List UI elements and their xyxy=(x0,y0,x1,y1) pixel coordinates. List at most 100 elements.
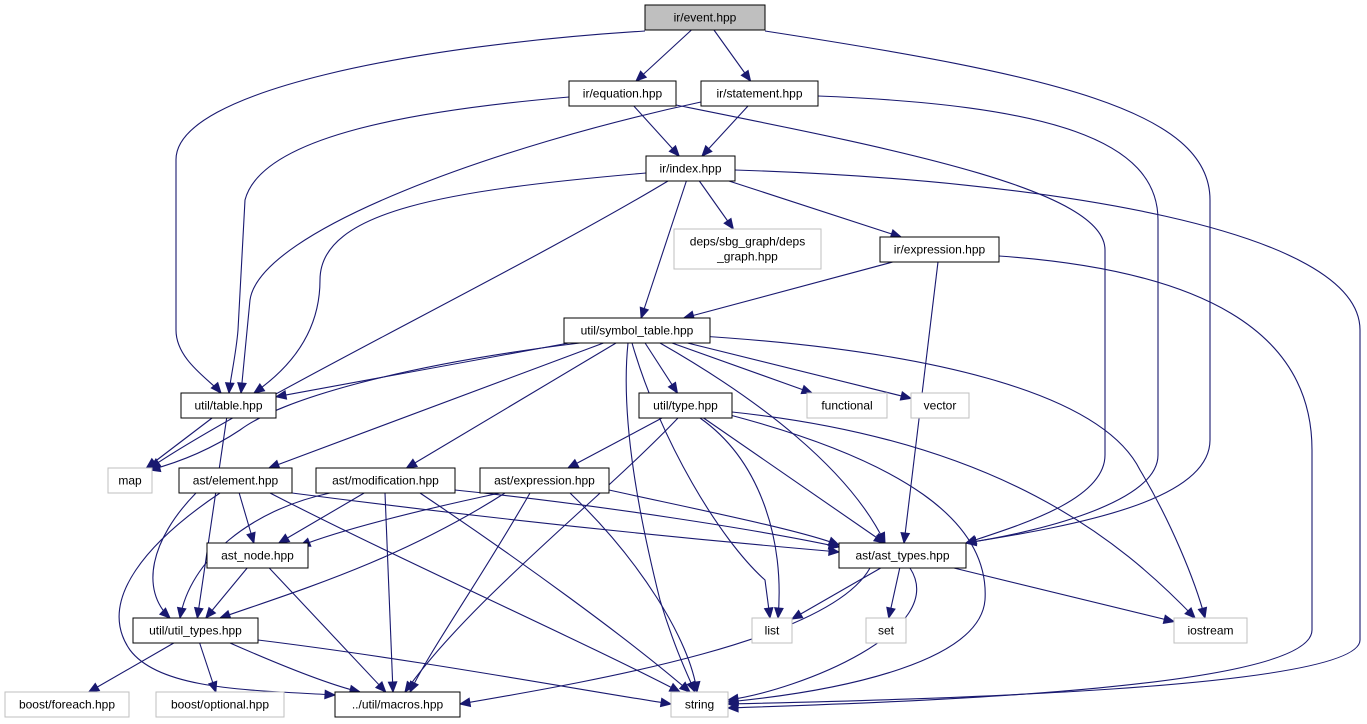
node-label: vector xyxy=(924,399,957,413)
edge-table-to-utiltypes xyxy=(193,417,228,620)
node-box xyxy=(673,228,822,270)
node-label: string xyxy=(685,698,714,712)
node-list: list xyxy=(751,617,793,644)
node-label: ast/ast_types.hpp xyxy=(855,549,949,563)
node-label: iostream xyxy=(1187,624,1233,638)
node-equation[interactable]: ir/equation.hpp xyxy=(568,80,677,107)
edge-table-to-map xyxy=(145,417,213,469)
node-irexpr[interactable]: ir/expression.hpp xyxy=(879,236,1000,263)
node-box xyxy=(806,392,888,419)
node-box xyxy=(638,392,733,419)
node-label: util/type.hpp xyxy=(653,399,718,413)
arrowhead xyxy=(237,382,247,395)
edge-utype-to-asttypes xyxy=(703,417,886,544)
node-label: util/table.hpp xyxy=(194,399,262,413)
node-label: set xyxy=(878,624,895,638)
node-label: ast/modification.hpp xyxy=(332,474,439,488)
node-element[interactable]: ast/element.hpp xyxy=(178,467,293,494)
arrowhead xyxy=(667,381,679,395)
edge-asttypes-to-iostream xyxy=(953,567,1176,624)
arrowhead xyxy=(678,681,691,693)
node-optional: boost/optional.hpp xyxy=(155,691,285,718)
arrowhead xyxy=(726,702,739,713)
arrowhead xyxy=(701,144,713,157)
arrowhead xyxy=(387,681,398,694)
edge-asttypes-to-macros xyxy=(458,567,871,708)
edge-equation-to-index xyxy=(633,105,681,157)
edge-index-to-deps xyxy=(698,180,735,231)
node-modification[interactable]: ast/modification.hpp xyxy=(315,467,456,494)
node-box xyxy=(865,617,907,644)
arrowhead xyxy=(828,546,841,557)
arrowhead xyxy=(566,458,580,469)
node-label: util/symbol_table.hpp xyxy=(581,324,694,338)
edge-utiltypes-to-optional xyxy=(199,642,218,694)
edge-element-to-asttypes xyxy=(291,492,841,557)
arrowhead xyxy=(740,69,752,83)
node-label: deps/sbg_graph/deps xyxy=(690,235,805,249)
edge-astexpr-to-utiltypes xyxy=(218,492,506,620)
node-label: boost/optional.hpp xyxy=(171,698,269,712)
node-astexpr[interactable]: ast/expression.hpp xyxy=(479,467,610,494)
edge-element-to-macros xyxy=(118,492,337,700)
node-box xyxy=(700,80,819,107)
edge-symtab-to-modification xyxy=(405,342,617,469)
node-index[interactable]: ir/index.hpp xyxy=(645,155,736,182)
arrowhead xyxy=(668,144,681,157)
arrowhead xyxy=(726,693,740,704)
node-table[interactable]: util/table.hpp xyxy=(180,392,277,419)
node-deps: deps/sbg_graph/deps_graph.hpp xyxy=(673,228,822,270)
edge-symtab-to-vector xyxy=(687,342,913,401)
node-astnode[interactable]: ast_node.hpp xyxy=(206,542,309,569)
edge-event-to-asttypes xyxy=(764,30,1211,547)
node-box xyxy=(180,392,277,419)
node-box xyxy=(563,317,711,344)
node-label: util/util_types.hpp xyxy=(149,624,242,638)
node-map: map xyxy=(107,467,153,494)
node-asttypes[interactable]: ast/ast_types.hpp xyxy=(838,542,967,569)
node-label: ir/index.hpp xyxy=(659,162,721,176)
arrowhead xyxy=(267,459,281,469)
edge-event-to-table xyxy=(175,30,646,394)
edge-index-to-string xyxy=(726,169,1361,709)
edge-symtab-to-utype xyxy=(644,342,679,395)
node-box xyxy=(751,617,793,644)
node-event: ir/event.hpp xyxy=(644,4,766,31)
node-box xyxy=(206,542,309,569)
arrowhead xyxy=(886,606,896,620)
arrowhead xyxy=(374,680,387,693)
edge-irexpr-to-string xyxy=(726,255,1313,713)
arrowhead xyxy=(872,532,886,544)
arrowhead xyxy=(405,458,419,469)
edge-utype-to-astexpr xyxy=(566,417,663,469)
arrowhead xyxy=(790,609,804,620)
edge-irexpr-to-symtab xyxy=(682,261,893,321)
node-symtab[interactable]: util/symbol_table.hpp xyxy=(563,317,711,344)
arrowhead xyxy=(207,680,218,694)
node-label: ir/event.hpp xyxy=(674,11,737,25)
node-functional: functional xyxy=(806,392,888,419)
edge-asttypes-to-list xyxy=(790,567,882,620)
edge-astexpr-to-asttypes xyxy=(608,489,841,546)
node-utiltypes[interactable]: util/util_types.hpp xyxy=(132,617,259,644)
edge-statement-to-table xyxy=(237,101,702,395)
arrowhead xyxy=(193,606,204,620)
arrowhead xyxy=(723,217,735,231)
node-set: set xyxy=(865,617,907,644)
node-macros[interactable]: ../util/macros.hpp xyxy=(334,691,461,718)
node-label: ast/expression.hpp xyxy=(494,474,595,488)
node-box xyxy=(155,691,285,718)
node-foreach: boost/foreach.hpp xyxy=(4,691,130,718)
arrowhead xyxy=(274,390,288,400)
node-box xyxy=(838,542,967,569)
arrowhead xyxy=(218,609,232,620)
node-label: ../util/macros.hpp xyxy=(352,698,444,712)
node-statement[interactable]: ir/statement.hpp xyxy=(700,80,819,107)
node-box xyxy=(132,617,259,644)
node-utype[interactable]: util/type.hpp xyxy=(638,392,733,419)
edge-element-to-utiltypes xyxy=(152,492,197,619)
edge-symtab-to-iostream xyxy=(699,335,1208,620)
arrowhead xyxy=(827,536,841,546)
edge-equation-to-table xyxy=(224,96,570,395)
arrowhead xyxy=(1162,614,1176,624)
